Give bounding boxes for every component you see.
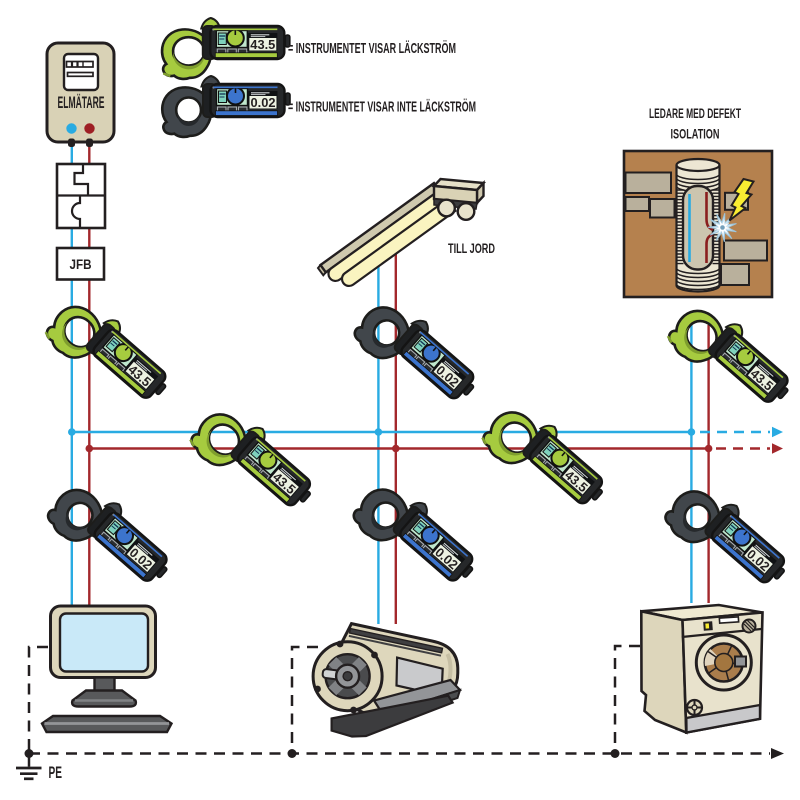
svg-text:ISOLATION: ISOLATION (671, 127, 720, 142)
svg-text:= INSTRUMENTET VISAR LÄCKSTRÖM: = INSTRUMENTET VISAR LÄCKSTRÖM (288, 40, 456, 57)
svg-text:LEDARE MED DEFEKT: LEDARE MED DEFEKT (649, 106, 741, 121)
svg-text:= INSTRUMENTET VISAR INTE LÄCK: = INSTRUMENTET VISAR INTE LÄCKSTRÖM (288, 99, 476, 116)
svg-text:JFB: JFB (70, 257, 92, 272)
svg-text:ELMÄTARE: ELMÄTARE (58, 94, 105, 112)
svg-text:PE: PE (49, 763, 63, 782)
svg-text:TILL JORD: TILL JORD (448, 241, 495, 256)
